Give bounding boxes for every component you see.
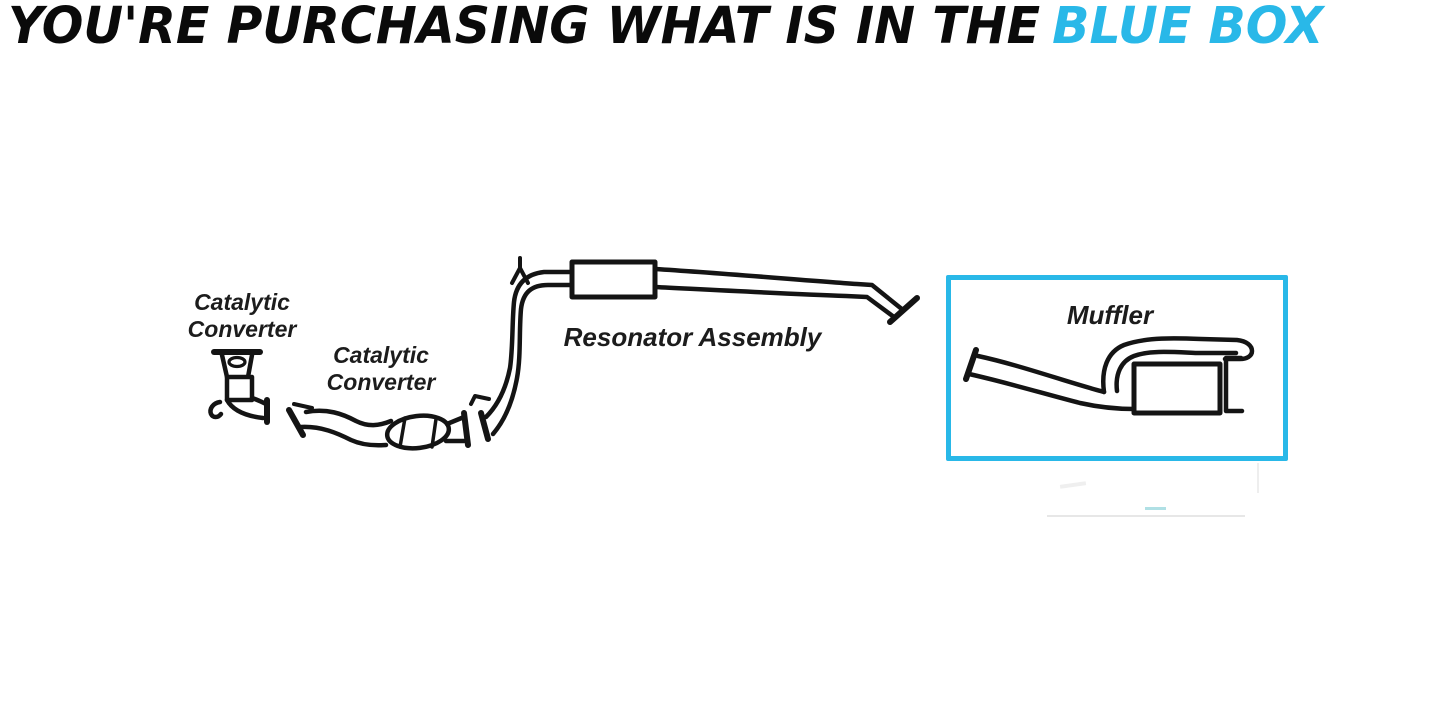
resonator-assembly-drawing xyxy=(469,256,920,442)
rear-catalytic-converter-drawing xyxy=(286,402,471,451)
front-catalytic-converter-label-line2: Converter xyxy=(187,316,297,342)
muffler-label: Muffler xyxy=(1066,300,1154,330)
front-catalytic-converter-label-line1: Catalytic xyxy=(194,289,290,315)
front-catalytic-converter-drawing xyxy=(208,349,270,425)
front-catalytic-converter-label: Catalytic Converter xyxy=(170,289,314,343)
rear-catalytic-converter-label: Catalytic Converter xyxy=(306,342,456,396)
rear-catalytic-converter-label-line1: Catalytic xyxy=(333,342,429,368)
rear-catalytic-converter-label-line2: Converter xyxy=(326,369,436,395)
resonator-assembly-label: Resonator Assembly xyxy=(563,322,822,352)
muffler-drawing xyxy=(963,336,1255,416)
headline-text: YOU'RE PURCHASING WHAT IS IN THE xyxy=(8,0,1041,56)
headline-highlight-text: BLUE BOX xyxy=(1052,0,1324,56)
